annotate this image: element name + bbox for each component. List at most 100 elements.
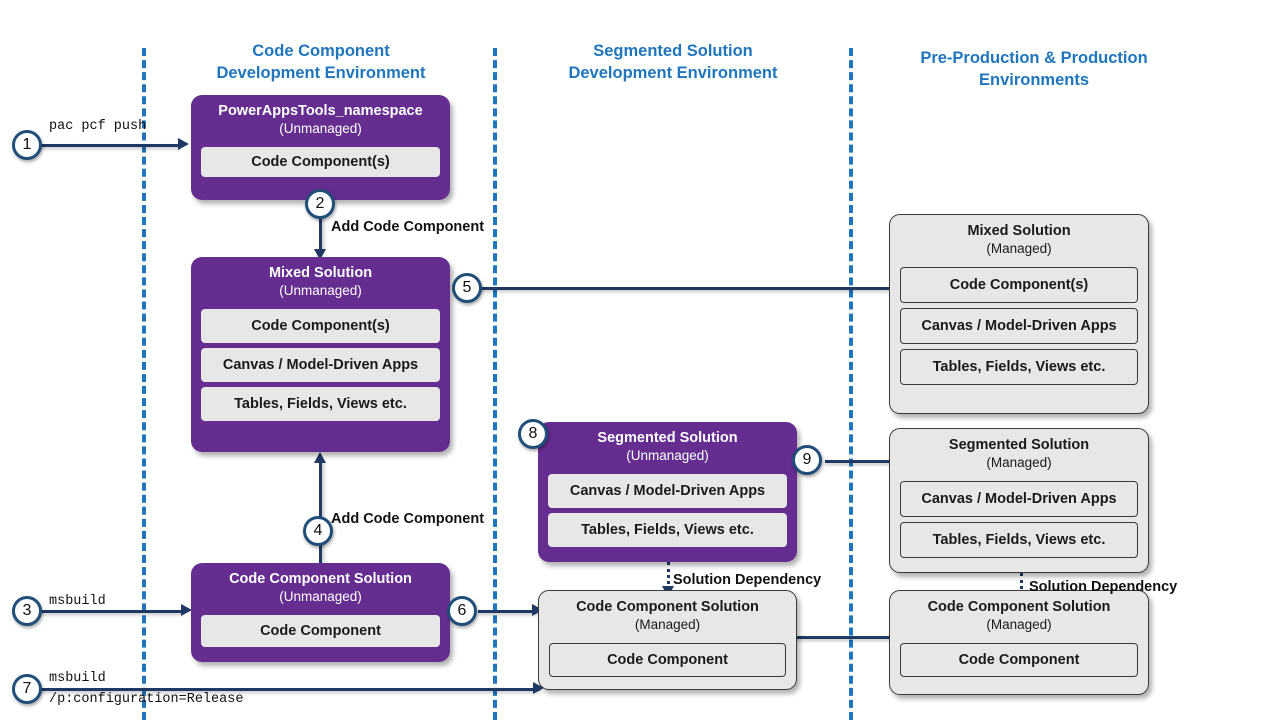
list-item[interactable]: Code Component [201, 615, 440, 647]
command-label-1: pac pcf push [49, 119, 147, 134]
card-items: Code Component [890, 634, 1148, 686]
card-subtitle-text: (Unmanaged) [626, 448, 709, 463]
connector-managed-to-prod-line [795, 636, 895, 639]
card-title-text: Code Component Solution [927, 599, 1111, 615]
card-items: Code Component [191, 606, 450, 656]
card-title: Code Component Solution (Managed) [539, 591, 796, 634]
list-item[interactable]: Code Component [900, 643, 1138, 677]
card-powerapps-tools[interactable]: PowerAppsTools_namespace (Unmanaged) Cod… [191, 95, 450, 200]
swimlane-divider-1 [142, 48, 146, 720]
edge-label-solution-dependency-mid: Solution Dependency [673, 572, 822, 588]
edge-label-add-code-component-4: Add Code Component [331, 511, 485, 527]
list-item[interactable]: Canvas / Model-Driven Apps [900, 308, 1138, 344]
connector-6-arrowhead [532, 604, 543, 616]
card-code-component-solution-unmanaged[interactable]: Code Component Solution (Unmanaged) Code… [191, 563, 450, 662]
card-segmented-solution-unmanaged[interactable]: Segmented Solution (Unmanaged) Canvas / … [538, 422, 797, 562]
card-items: Canvas / Model-Driven Apps Tables, Field… [538, 465, 797, 556]
step-badge-2[interactable]: 2 [305, 189, 335, 219]
command-label-7-line1: msbuild [49, 671, 106, 686]
card-title-text: Code Component Solution [229, 571, 412, 587]
list-item[interactable]: Tables, Fields, Views etc. [201, 387, 440, 421]
card-subtitle-text: (Unmanaged) [279, 121, 362, 136]
command-label-3: msbuild [49, 594, 106, 609]
card-title: Mixed Solution (Managed) [890, 215, 1148, 258]
header-code-component-dev: Code Component Development Environment [201, 40, 441, 84]
card-title: Code Component Solution (Unmanaged) [191, 563, 450, 606]
connector-1-arrowhead [178, 138, 189, 150]
header-line2: Development Environment [568, 64, 778, 82]
connector-4-line [319, 460, 322, 564]
dependency-mid-line [667, 562, 670, 590]
connector-1-line [40, 144, 180, 147]
card-title-text: Segmented Solution [948, 437, 1090, 453]
header-preprod-prod: Pre-Production & Production Environments [884, 47, 1184, 91]
card-title-text: Code Component Solution [576, 599, 759, 615]
swimlane-divider-3 [849, 48, 853, 720]
card-title: Code Component Solution (Managed) [890, 591, 1148, 634]
step-badge-5[interactable]: 5 [452, 273, 482, 303]
edge-label-solution-dependency-right: Solution Dependency [1029, 579, 1178, 595]
step-badge-8[interactable]: 8 [518, 419, 548, 449]
header-line2: Development Environment [216, 64, 426, 82]
connector-3-arrowhead [181, 604, 192, 616]
connector-2-line [319, 200, 322, 252]
card-items: Code Component [539, 634, 796, 686]
list-item[interactable]: Code Component(s) [900, 267, 1138, 303]
card-title-text: Segmented Solution [597, 430, 738, 446]
list-item[interactable]: Code Component(s) [201, 147, 440, 177]
connector-3-line [40, 610, 183, 613]
list-item[interactable]: Tables, Fields, Views etc. [900, 522, 1138, 558]
card-title: Segmented Solution (Unmanaged) [538, 422, 797, 465]
edge-label-add-code-component-2: Add Code Component [331, 219, 485, 235]
connector-7-arrowhead [533, 682, 544, 694]
step-badge-1[interactable]: 1 [12, 130, 42, 160]
connector-5-line [478, 287, 896, 290]
swimlane-divider-2 [493, 48, 497, 720]
card-title: PowerAppsTools_namespace (Unmanaged) [191, 95, 450, 138]
card-subtitle-text: (Managed) [986, 455, 1052, 470]
header-line1: Segmented Solution [593, 42, 753, 60]
card-segmented-solution-managed[interactable]: Segmented Solution (Managed) Canvas / Mo… [889, 428, 1149, 573]
card-subtitle-text: (Unmanaged) [279, 283, 362, 298]
card-mixed-solution-managed[interactable]: Mixed Solution (Managed) Code Component(… [889, 214, 1149, 414]
list-item[interactable]: Canvas / Model-Driven Apps [900, 481, 1138, 517]
card-items: Code Component(s) [191, 138, 450, 186]
card-mixed-solution-unmanaged[interactable]: Mixed Solution (Unmanaged) Code Componen… [191, 257, 450, 452]
connector-6-line [478, 610, 538, 613]
header-segmented-dev: Segmented Solution Development Environme… [553, 40, 793, 84]
card-title-text: PowerAppsTools_namespace [218, 103, 423, 119]
card-items: Canvas / Model-Driven Apps Tables, Field… [890, 472, 1148, 567]
card-code-component-solution-managed-mid[interactable]: Code Component Solution (Managed) Code C… [538, 590, 797, 690]
card-items: Code Component(s) Canvas / Model-Driven … [191, 300, 450, 430]
card-title: Mixed Solution (Unmanaged) [191, 257, 450, 300]
card-title-text: Mixed Solution [967, 223, 1071, 239]
card-subtitle-text: (Managed) [986, 241, 1052, 256]
card-code-component-solution-managed-right[interactable]: Code Component Solution (Managed) Code C… [889, 590, 1149, 695]
connector-4-arrowhead [314, 452, 326, 463]
step-badge-9[interactable]: 9 [792, 445, 822, 475]
list-item[interactable]: Tables, Fields, Views etc. [900, 349, 1138, 385]
step-badge-7[interactable]: 7 [12, 674, 42, 704]
connector-2-arrowhead [314, 249, 326, 260]
list-item[interactable]: Tables, Fields, Views etc. [548, 513, 787, 547]
card-title: Segmented Solution (Managed) [890, 429, 1148, 472]
step-badge-3[interactable]: 3 [12, 596, 42, 626]
list-item[interactable]: Code Component(s) [201, 309, 440, 343]
dependency-right-line [1020, 573, 1023, 601]
list-item[interactable]: Code Component [549, 643, 786, 677]
card-subtitle-text: (Unmanaged) [279, 589, 362, 604]
card-items: Code Component(s) Canvas / Model-Driven … [890, 258, 1148, 394]
list-item[interactable]: Canvas / Model-Driven Apps [201, 348, 440, 382]
header-line1: Pre-Production & Production [920, 49, 1148, 67]
card-title-text: Mixed Solution [268, 265, 373, 281]
list-item[interactable]: Canvas / Model-Driven Apps [548, 474, 787, 508]
card-subtitle-text: (Managed) [634, 617, 701, 632]
connector-7-line [40, 688, 540, 691]
step-badge-4[interactable]: 4 [303, 516, 333, 546]
step-badge-6[interactable]: 6 [447, 596, 477, 626]
connector-9-line [825, 460, 895, 463]
command-label-7-line2: /p:configuration=Release [49, 692, 244, 707]
header-line2: Environments [978, 71, 1090, 89]
header-line1: Code Component [252, 42, 390, 60]
